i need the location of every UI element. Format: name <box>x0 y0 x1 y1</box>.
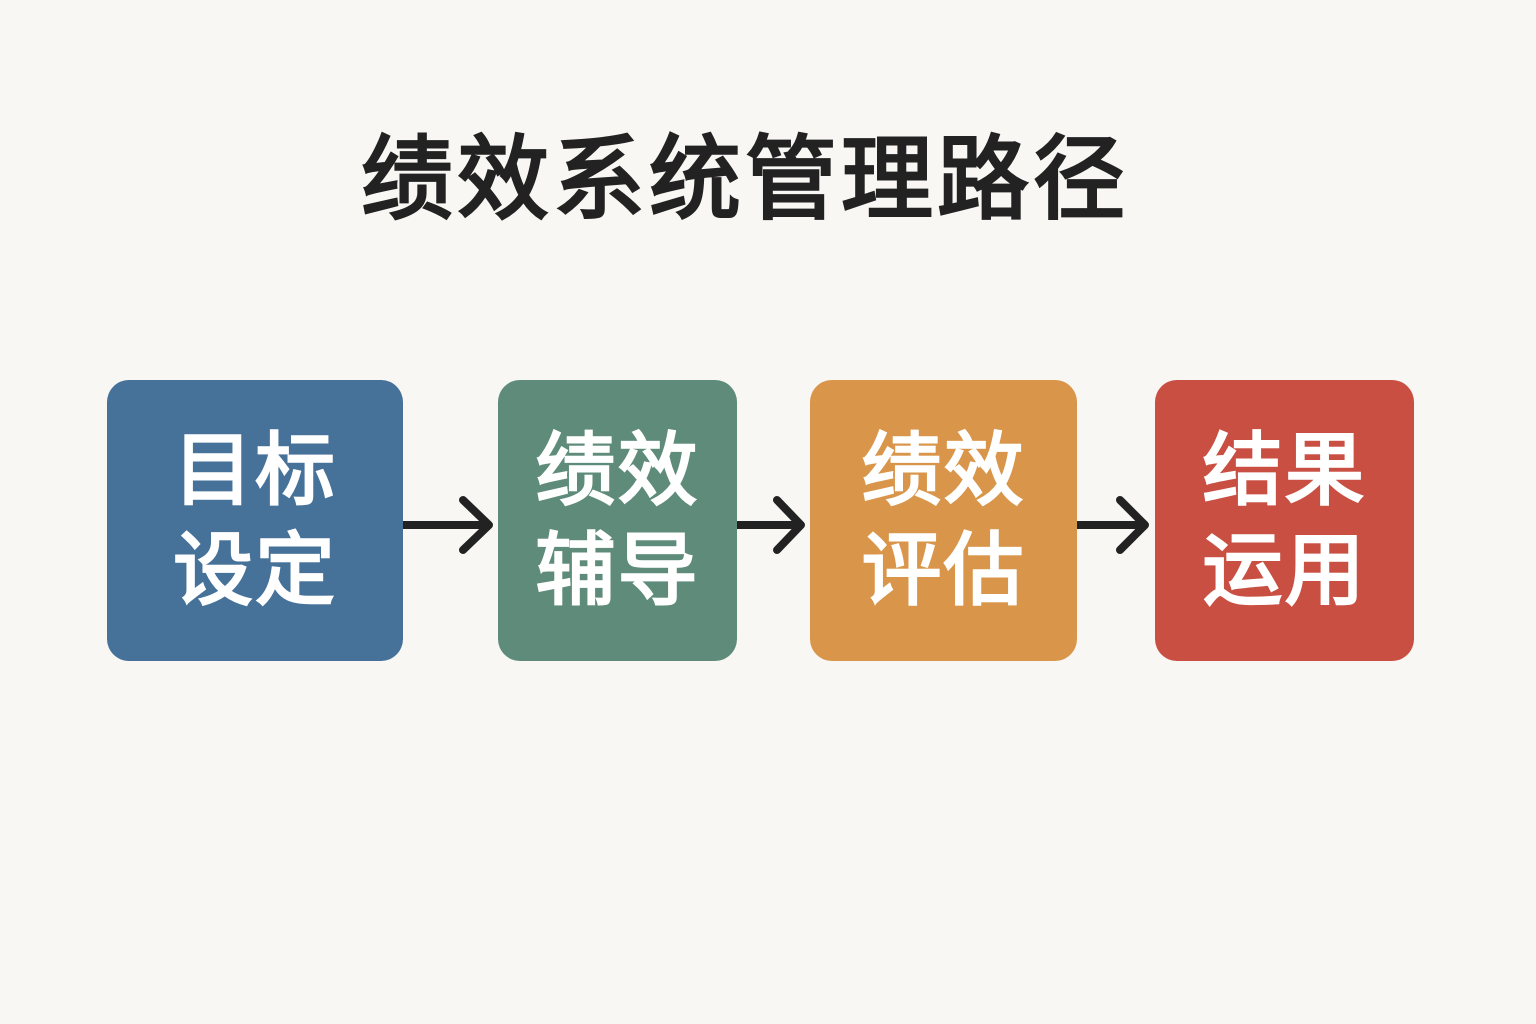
diagram-title: 绩效系统管理路径 <box>360 126 1129 233</box>
step-performance-evaluation: 绩效评估 <box>810 380 1077 661</box>
step-result-application: 结果运用 <box>1155 380 1414 661</box>
step-label: 目标设定 <box>173 423 337 617</box>
step-label: 结果运用 <box>1202 423 1367 617</box>
step-goal-setting: 目标设定 <box>107 380 403 661</box>
step-performance-coaching: 绩效辅导 <box>498 380 737 661</box>
arrow-right-icon <box>403 496 493 554</box>
arrow-right-icon <box>1077 496 1149 554</box>
step-label: 绩效评估 <box>861 423 1026 617</box>
step-label: 绩效辅导 <box>535 423 700 617</box>
arrow-right-icon <box>737 496 805 554</box>
